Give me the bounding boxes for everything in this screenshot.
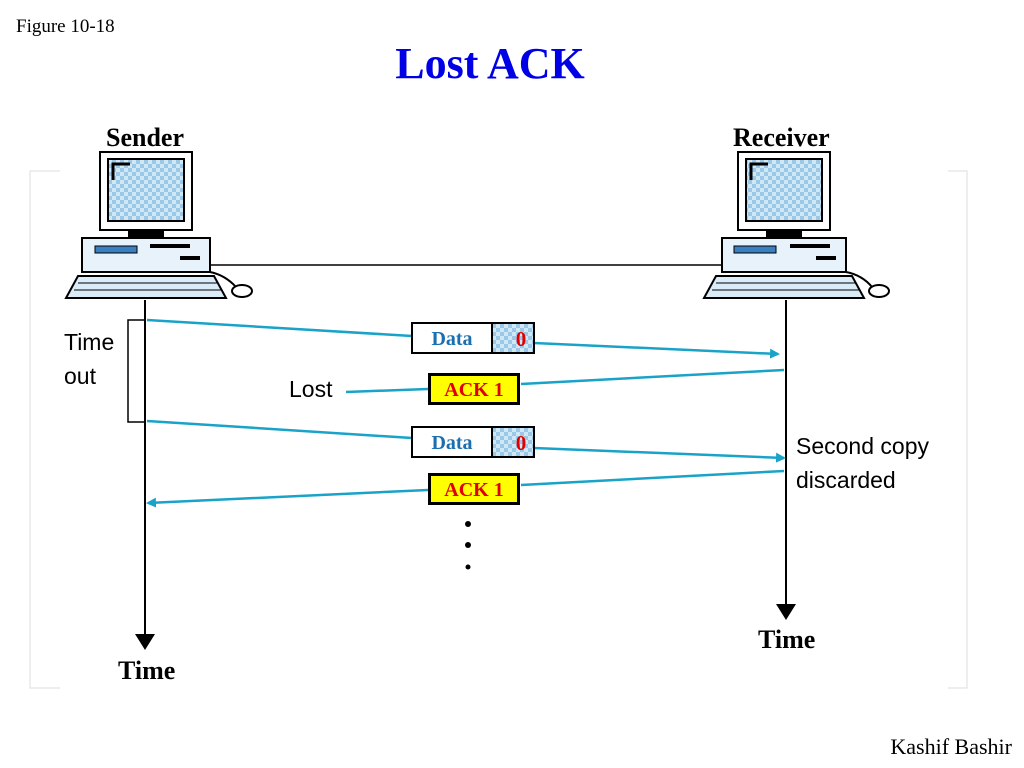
figure-label: Figure 10-18	[16, 16, 115, 37]
ack-frame-2-label: ACK 1	[444, 479, 503, 501]
frame-border	[29, 170, 968, 689]
sender-label: Sender	[106, 123, 184, 152]
sender-time-label: Time	[118, 656, 175, 685]
data-frame-2: Data 0	[411, 426, 535, 458]
timeout-label-line2: out	[64, 363, 97, 389]
data-frame-1-label: Data	[431, 328, 472, 350]
transmission-arrows	[146, 318, 786, 508]
sender-computer-icon	[64, 151, 253, 299]
ack-frame-2: ACK 1	[428, 473, 520, 505]
ack-arrow-lost-right	[520, 368, 785, 386]
data-arrow-2	[146, 419, 413, 440]
data-arrow-1-end	[533, 341, 780, 359]
data-arrow-2-end	[533, 446, 786, 463]
sender-time-arrow-icon	[135, 634, 155, 650]
data-frame-2-label: Data	[431, 432, 472, 454]
discard-label-line1: Second copy	[796, 433, 929, 459]
ack-frame-1: ACK 1	[428, 373, 520, 405]
receiver-time-label: Time	[758, 625, 815, 654]
data-frame-1-seq: 0	[516, 327, 527, 351]
data-arrow-1	[146, 318, 413, 338]
ack-arrow-lost-left	[345, 387, 429, 394]
lost-label: Lost	[289, 376, 333, 402]
receiver-time-arrow-icon	[776, 604, 796, 620]
data-frame-2-seq: 0	[516, 431, 527, 455]
page-title: Lost ACK	[395, 39, 585, 88]
receiver-computer-icon	[702, 151, 890, 299]
ack-frame-1-label: ACK 1	[444, 379, 503, 401]
data-frame-1: Data 0	[411, 322, 535, 354]
receiver-label: Receiver	[733, 123, 830, 152]
continuation-dots	[465, 521, 471, 570]
discard-label-line2: discarded	[796, 467, 896, 493]
timeout-bracket	[127, 319, 145, 423]
author-name: Kashif Bashir	[890, 734, 1012, 759]
ack-arrow-2-left	[146, 488, 429, 508]
timeout-label-line1: Time	[64, 329, 114, 355]
ack-arrow-2-right	[520, 469, 785, 487]
